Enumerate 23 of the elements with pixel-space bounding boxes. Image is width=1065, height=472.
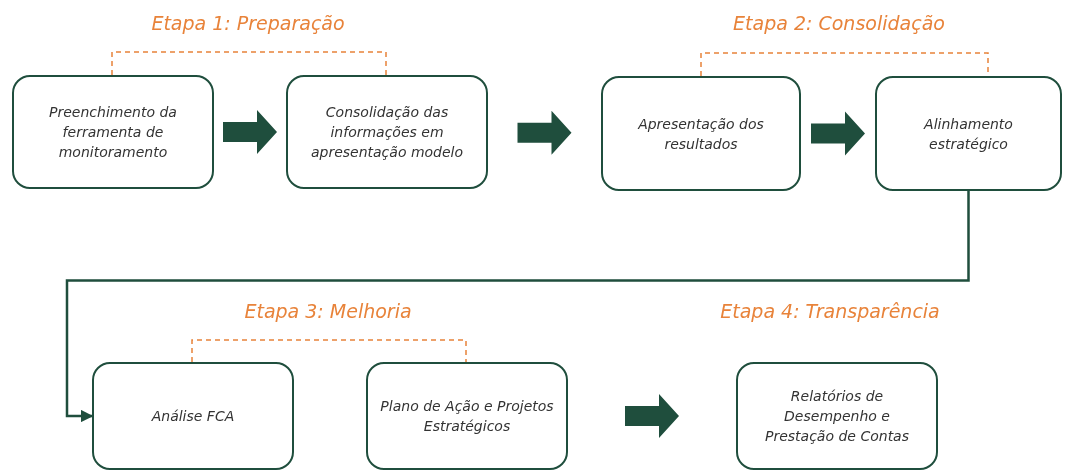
box-text: Relatórios de Desempenho e Prestação de Contas [764, 387, 910, 446]
box-text: Preenchimento da ferramenta de monitoramento [48, 103, 178, 162]
connector-arrow [65, 191, 970, 423]
block-arrow [223, 110, 277, 154]
block-arrow [811, 111, 865, 156]
process-box [601, 76, 801, 191]
box-text: Alinhamento estratégico [922, 114, 1014, 154]
stage-heading: Etapa 2: Consolidação [733, 12, 945, 34]
process-box [286, 75, 488, 189]
stage-heading: Etapa 3: Melhoria [244, 300, 412, 322]
box-text: Análise FCA [151, 407, 235, 426]
stage-heading: Etapa 1: Preparação [151, 12, 345, 34]
box-text: Apresentação dos resultados [636, 114, 765, 154]
process-box [736, 362, 938, 470]
stage-heading: Etapa 4: Transparência [720, 300, 940, 322]
process-box [366, 362, 568, 470]
box-text: Consolidação das informações em apresentação modelo [309, 103, 465, 162]
box-text: Plano de Ação e Projetos Estratégicos [379, 397, 555, 436]
block-arrow [625, 394, 679, 438]
process-box [875, 76, 1062, 191]
process-box [12, 75, 214, 189]
process-box [92, 362, 294, 470]
block-arrow [517, 110, 572, 155]
